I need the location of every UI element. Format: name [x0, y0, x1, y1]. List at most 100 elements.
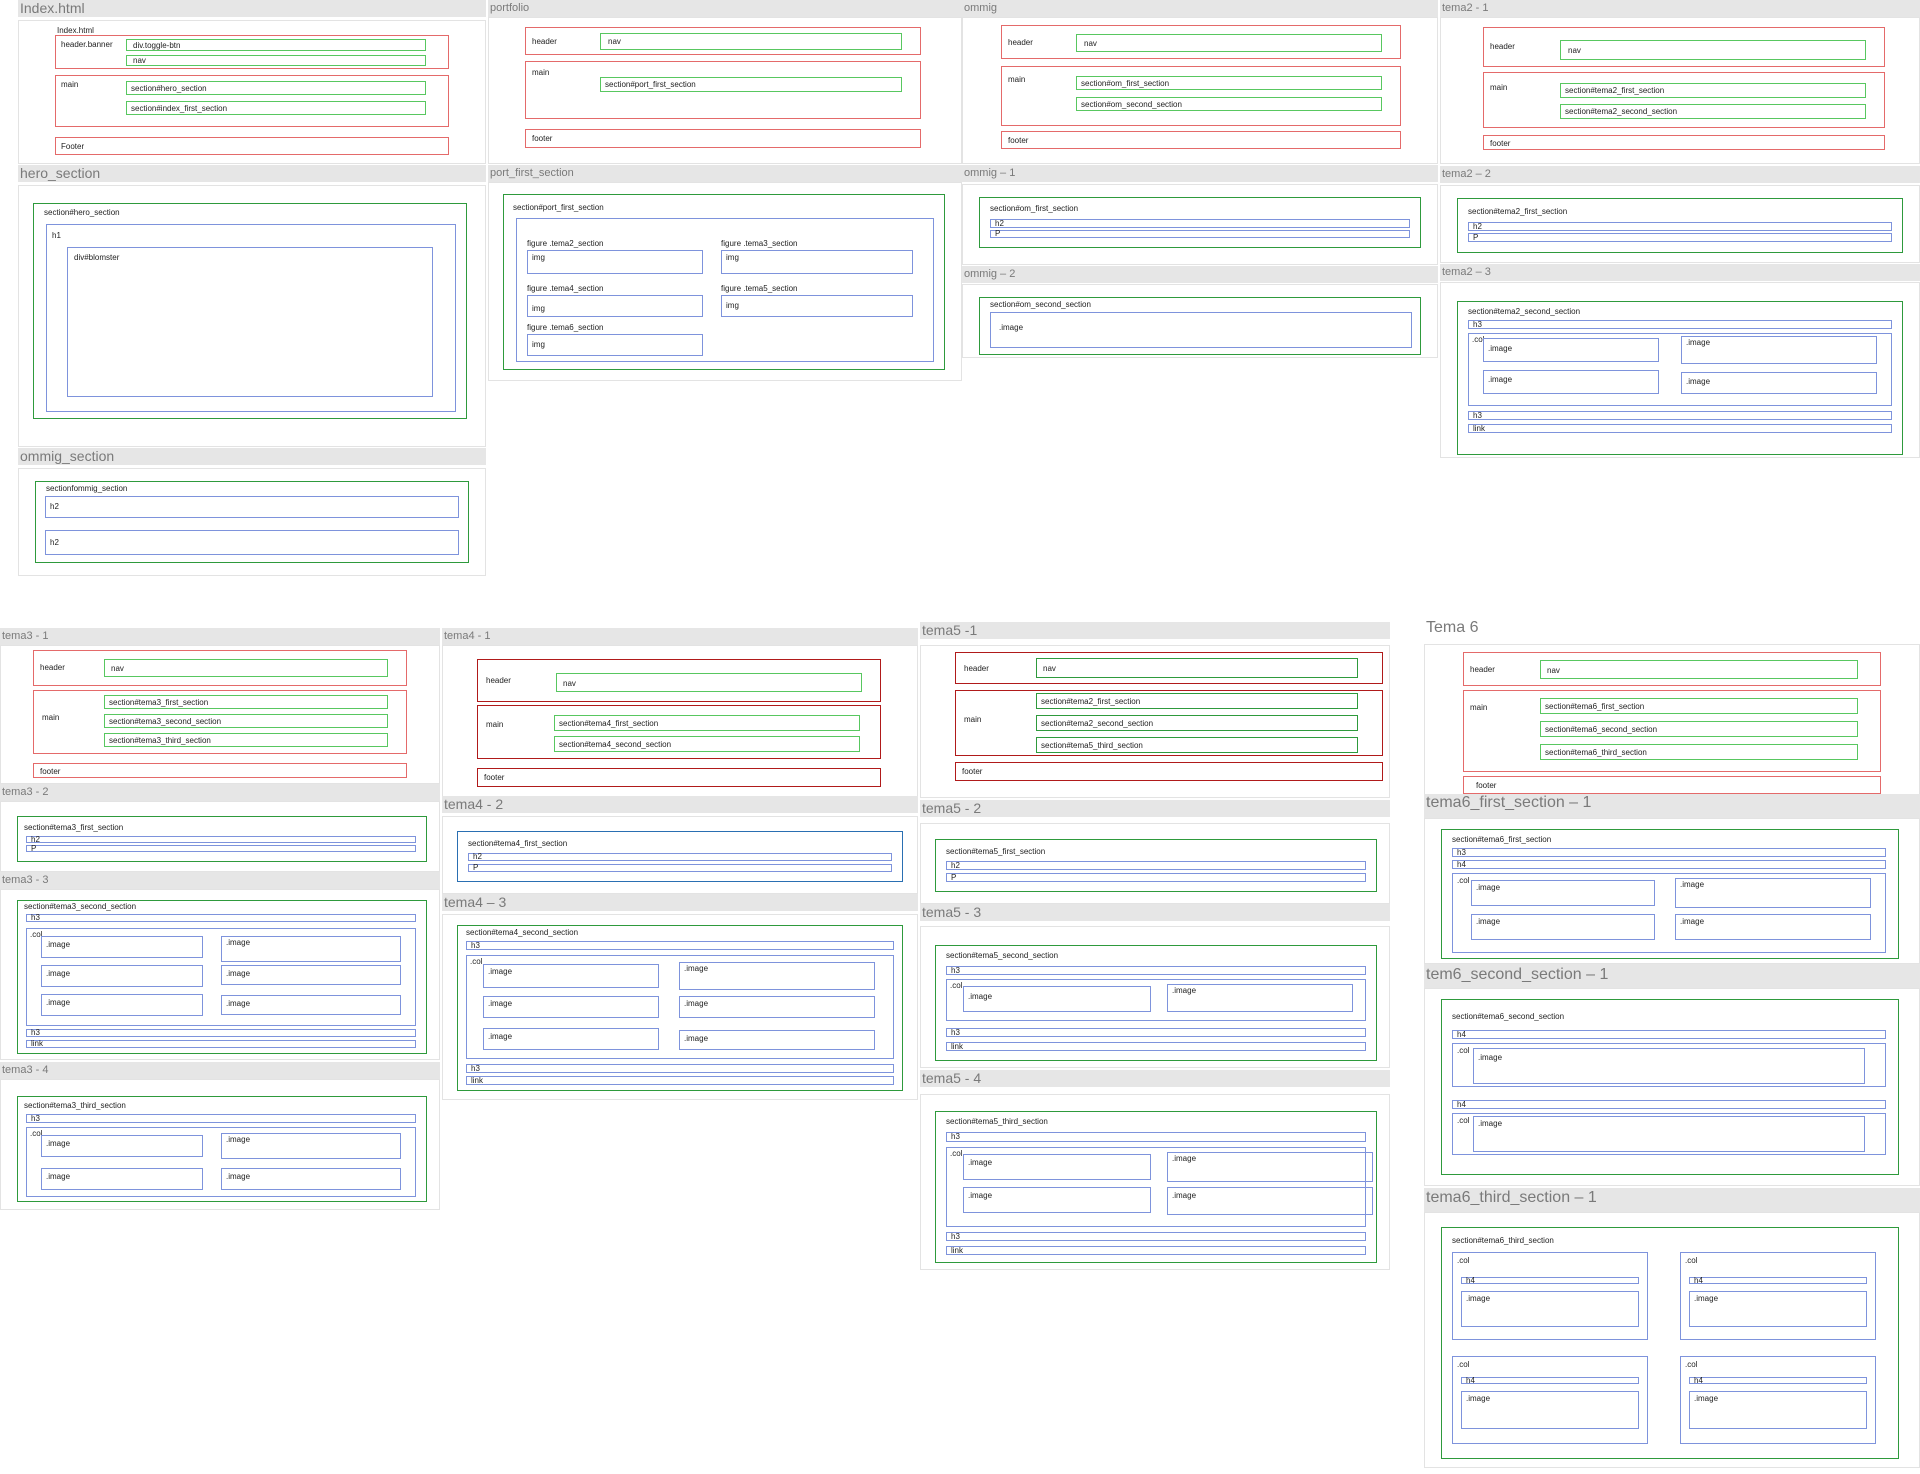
- frame-tema6-second-section: tem6_second_section – 1 section#tema6_se…: [1424, 964, 1920, 1186]
- element-label: section#tema6_second_section: [1452, 1012, 1565, 1021]
- frame-title: tema4 - 2: [442, 796, 918, 813]
- element-label: link: [1473, 424, 1486, 433]
- element-label: figure .tema2_section: [527, 239, 604, 248]
- section-box: section#om_second_section: [1076, 97, 1382, 111]
- element-label: .image: [1694, 1394, 1719, 1403]
- frame-tema6: Tema 6 header nav main section#tema6_fir…: [1424, 616, 1920, 796]
- h4-box: h4: [1689, 1276, 1867, 1285]
- frame-title: tema2 – 3: [1440, 264, 1920, 281]
- element-label: nav: [1547, 666, 1560, 675]
- element-label: h4: [1466, 1276, 1475, 1285]
- element-label: nav: [563, 679, 576, 688]
- element-label: h2: [1473, 222, 1482, 231]
- element-label: .image: [488, 967, 513, 976]
- section-box: section#tema2_second_section h3 .col .im…: [1457, 301, 1903, 455]
- element-label: .col: [950, 981, 963, 990]
- element-label: h4: [1694, 1376, 1703, 1385]
- element-label: section#tema4_first_section: [559, 719, 659, 728]
- section-box: section#tema3_third_section h3 .col .ima…: [17, 1096, 427, 1202]
- element-label: .col: [1457, 876, 1470, 885]
- element-label: .image: [1172, 1191, 1197, 1200]
- section-box: section#tema5_third_section: [1036, 737, 1358, 753]
- section-box: section#tema5_first_section h2 P: [935, 839, 1377, 892]
- h4-box: h4: [1689, 1376, 1867, 1385]
- div-box: div#blomster: [67, 247, 433, 397]
- header-box: header nav: [33, 650, 407, 686]
- element-label: img: [532, 340, 545, 349]
- col-box: .col .image .image .image .image .image …: [26, 928, 416, 1026]
- element-label: .image: [1172, 986, 1197, 995]
- frame-title: Tema 6: [1424, 616, 1920, 644]
- element-label: h4: [1457, 1100, 1466, 1109]
- element-label: .col: [1685, 1360, 1698, 1369]
- element-label: .image: [46, 1139, 71, 1148]
- element-label: .image: [1686, 377, 1711, 386]
- section-box: section#tema6_first_section h3 h4 .col .…: [1441, 829, 1899, 959]
- element-label: main: [532, 68, 550, 77]
- element-label: .image: [968, 992, 993, 1001]
- element-label: section#tema6_first_section: [1545, 702, 1645, 711]
- image-box: .image: [1461, 1391, 1639, 1429]
- header-box: header nav: [1463, 652, 1881, 686]
- element-label: main: [1490, 83, 1508, 92]
- element-label: link: [471, 1076, 484, 1085]
- toggle-box: div.toggle-btn: [126, 39, 426, 51]
- frame-title: tema5 - 2: [920, 800, 1390, 817]
- image-box: .image: [679, 1030, 875, 1050]
- image-box: .image: [963, 1187, 1151, 1213]
- element-label: h2: [951, 861, 960, 870]
- element-label: section#tema3_first_section: [109, 698, 209, 707]
- section-box: section#tema4_second_section: [554, 736, 860, 752]
- element-label: link: [951, 1042, 964, 1051]
- image-box: .image: [1471, 914, 1655, 940]
- frame-title: tema6_third_section – 1: [1424, 1188, 1920, 1212]
- h2-box: h2: [45, 530, 459, 555]
- nav-box: nav: [1036, 658, 1358, 678]
- header-box: header nav: [525, 27, 921, 55]
- main-box: main section#om_first_section section#om…: [1001, 66, 1401, 126]
- link-box: link: [946, 1246, 1366, 1255]
- section-box: section#tema3_second_section: [104, 714, 388, 728]
- h4-box: h4: [1452, 1030, 1886, 1039]
- h4-box: h4: [1452, 860, 1886, 869]
- element-label: nav: [1043, 664, 1056, 673]
- element-label: header: [964, 664, 989, 673]
- element-label: h4: [1466, 1376, 1475, 1385]
- element-label: div.toggle-btn: [133, 41, 181, 50]
- element-label: .image: [1694, 1294, 1719, 1303]
- element-label: footer: [962, 767, 983, 776]
- element-label: .image: [46, 969, 71, 978]
- image-box: .image: [221, 1133, 401, 1159]
- main-box: main section#hero_section section#index_…: [55, 75, 449, 127]
- element-label: footer: [40, 767, 61, 776]
- footer-box: footer: [1463, 776, 1881, 794]
- element-label: section#tema6_third_section: [1545, 748, 1647, 757]
- section-box: section#tema5_third_section h3 .col .ima…: [935, 1111, 1377, 1263]
- image-box: .image: [963, 1154, 1151, 1180]
- element-label: P: [951, 873, 957, 882]
- header-box: header nav: [1001, 25, 1401, 59]
- section-box: section#tema6_second_section h4 .col .im…: [1441, 999, 1899, 1175]
- element-label: img: [726, 301, 739, 310]
- h2-box: h2: [468, 852, 892, 861]
- image-box: .image: [679, 996, 875, 1018]
- element-label: section#om_second_section: [990, 300, 1091, 309]
- element-label: main: [1008, 75, 1026, 84]
- element-label: h3: [951, 1028, 960, 1037]
- frame-title: tema5 - 3: [920, 904, 1390, 921]
- image-box: .image: [1461, 1291, 1639, 1327]
- section-box: section#tema2_second_section: [1560, 104, 1866, 119]
- element-label: header: [486, 676, 511, 685]
- element-label: h3: [1473, 411, 1482, 420]
- col-box: .col .image: [1452, 1043, 1886, 1087]
- footer-box: Footer: [55, 137, 449, 155]
- header-box: header nav: [955, 652, 1383, 684]
- element-label: section#hero_section: [131, 84, 207, 93]
- element-label: .image: [226, 1135, 251, 1144]
- image-box: .image: [1689, 1291, 1867, 1327]
- image-box: .image: [679, 962, 875, 990]
- element-label: h2: [50, 502, 59, 511]
- element-label: .image: [1478, 1053, 1503, 1062]
- frame-hero-section: hero_section section#hero_section h1 div…: [18, 165, 486, 447]
- section-box: section#hero_section h1 div#blomster: [33, 203, 467, 419]
